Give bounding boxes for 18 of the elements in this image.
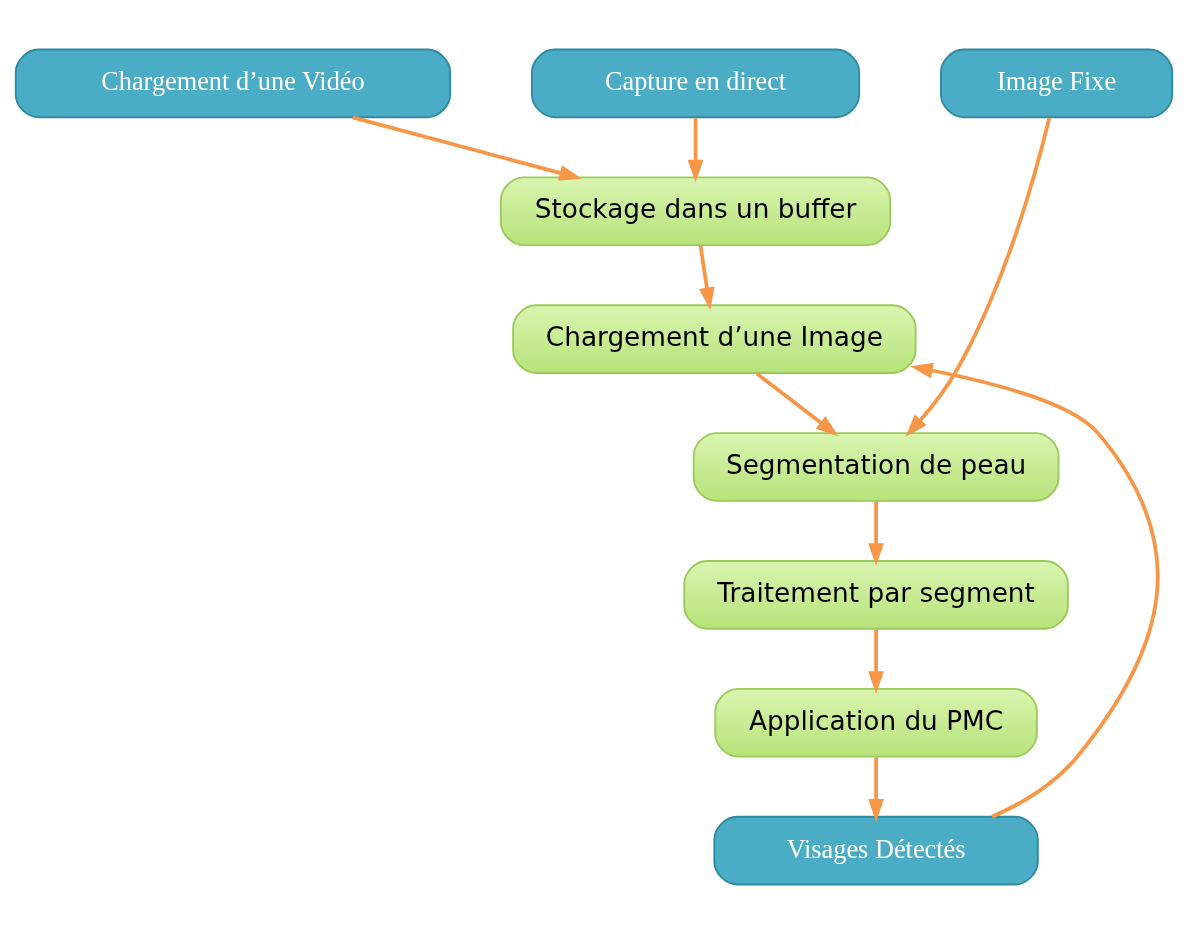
node-box: Chargement d’une Vidéo (14, 48, 452, 118)
arrow (905, 117, 1052, 437)
arrow (352, 115, 582, 181)
arrow (687, 117, 704, 182)
arrow (868, 756, 884, 822)
node-box: Visages Détectés (713, 815, 1039, 885)
node-box: Capture en direct (531, 48, 861, 118)
node-box: Image Fixe (940, 48, 1174, 118)
arrow (698, 244, 715, 310)
node-box: Stockage dans un buffer (499, 175, 892, 246)
arrow (868, 501, 884, 566)
node-box: Segmentation de peau (692, 431, 1060, 502)
node-box: Chargement d’une Image (512, 303, 917, 374)
arrow (868, 628, 884, 694)
node-box: Traitement par segment (683, 559, 1069, 630)
arrow (910, 362, 1160, 818)
arrow (755, 371, 839, 436)
node-box: Application du PMC (714, 687, 1038, 758)
